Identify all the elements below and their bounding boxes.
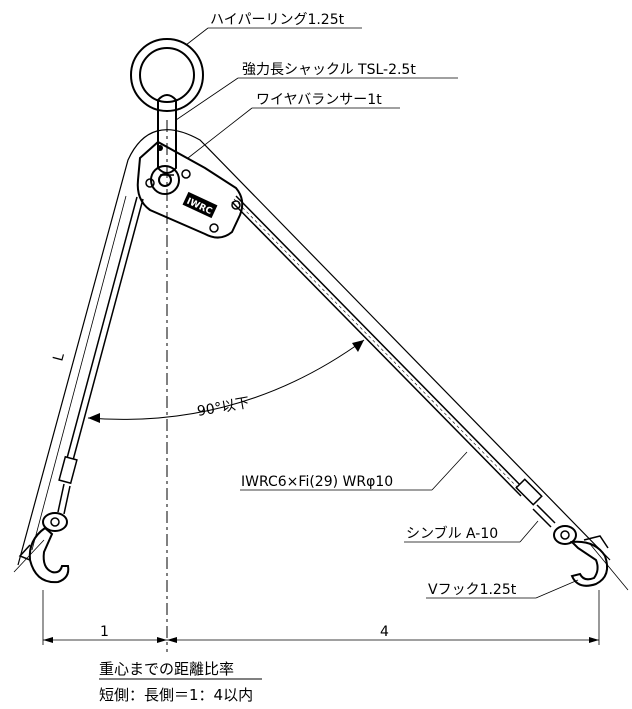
leader-thimble: シンブル A-10 [404, 520, 539, 543]
leader-hyper-ring: ハイパーリング1.25t [185, 12, 362, 46]
left-hook [18, 512, 70, 584]
hyper-ring [130, 38, 204, 112]
leader-shackle: 強力長シャックル TSL-2.5t [175, 62, 458, 121]
svg-text:強力長シャックル TSL-2.5t: 強力長シャックル TSL-2.5t [242, 62, 416, 78]
clearance-outline [17, 129, 611, 566]
brand-mark: IWRC [182, 191, 218, 219]
short-wire-rope [57, 196, 144, 515]
right-hook [553, 525, 609, 587]
leader-v-hook: Vフック1.25t [426, 579, 579, 599]
svg-text:IWRC6×Fi(29) WRφ10: IWRC6×Fi(29) WRφ10 [241, 474, 393, 490]
svg-text:Vフック1.25t: Vフック1.25t [428, 582, 517, 598]
svg-text:ハイパーリング1.25t: ハイパーリング1.25t [210, 12, 345, 28]
horizontal-dimension: 1 4 [42, 590, 600, 645]
svg-text:90°以下: 90°以下 [196, 395, 251, 420]
leader-balancer: ワイヤバランサー1t [187, 92, 400, 159]
wire-balancer: IWRC [136, 140, 244, 239]
caption-ratio: 短側：長側＝1：4以内 [99, 686, 253, 704]
caption-title: 重心までの距離比率 [99, 660, 234, 678]
angle-arc: 90°以下 [87, 339, 365, 423]
long-wire-rope [231, 195, 556, 528]
right-sleeve [515, 478, 543, 506]
left-sleeve [58, 455, 78, 485]
caption: 重心までの距離比率 短側：長側＝1：4以内 [99, 660, 262, 704]
svg-text:シンブル A-10: シンブル A-10 [406, 525, 498, 542]
leader-wire-rope: IWRC6×Fi(29) WRφ10 [240, 451, 468, 491]
length-dimension: L [31, 195, 127, 551]
left-extension [13, 539, 45, 573]
long-shackle [157, 94, 177, 176]
short-ratio: 1 [100, 624, 109, 640]
long-ratio: 4 [380, 624, 389, 640]
right-extension [589, 543, 629, 591]
svg-text:ワイヤバランサー1t: ワイヤバランサー1t [256, 92, 382, 108]
svg-text:L: L [50, 351, 68, 363]
